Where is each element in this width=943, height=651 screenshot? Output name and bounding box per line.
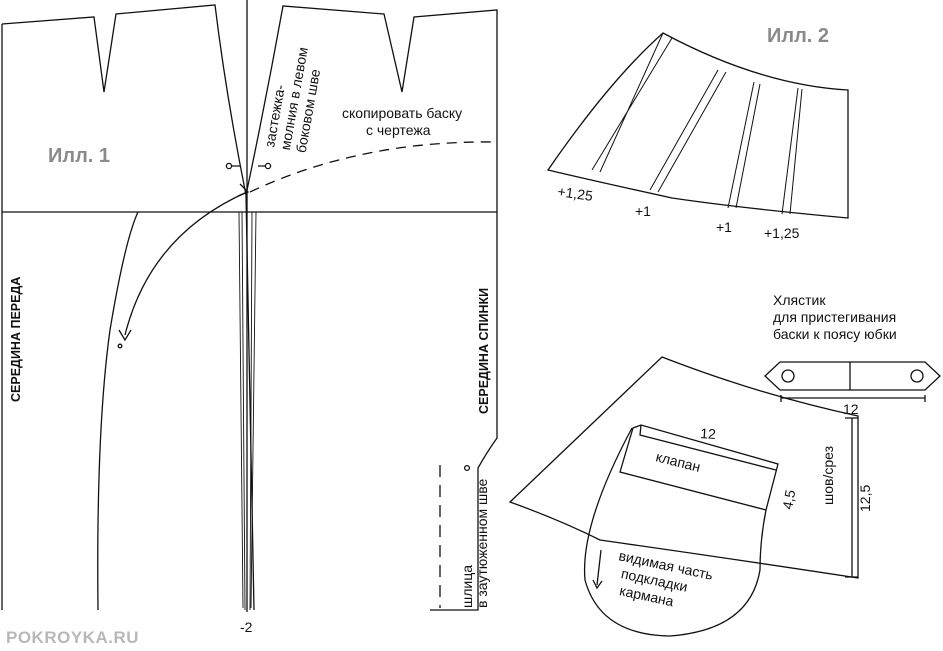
tab-button-left [781,369,795,383]
tab-outline [764,361,941,391]
slit-note-line-1: шлица [459,565,475,608]
tab-title-line-3: баски к поясу юбки [773,326,897,342]
tab-title-line-2: для пристегивания [773,309,896,325]
increment-2: +1 [635,203,651,219]
tab-title-line-1: Хлястик [773,292,826,308]
flap-width: 12 [700,425,717,442]
tab-length: 12 [843,401,859,417]
seam-dimension-line [845,417,858,578]
center-back-label: СЕРЕДИНА СПИНКИ [477,288,491,414]
flap-outline [619,424,779,511]
pocket-piece [508,356,859,637]
ill1-title: Илл. 1 [48,145,110,167]
peplum-arrow-curve [124,191,248,336]
marker-circle-right [264,162,272,170]
zipper-note: застежка- молния в левом боковом шве [261,46,323,154]
side-dart-lines [238,211,257,611]
skirt-pattern [1,0,498,612]
lining-arrow [592,549,603,590]
marker-circle-left [225,162,233,170]
peplum-split-lines [591,32,803,215]
copy-note-line-1: скопировать баску [342,105,462,121]
tab-button-right [910,369,924,383]
flap-label: клапан [654,448,702,474]
watermark: POKROYKA.RU [6,628,140,647]
slit-marker [463,464,471,472]
flap-height: 4,5 [779,488,798,510]
slit-note-line-2: в заутюженном шве [474,478,490,608]
increment-3: +1 [716,219,732,235]
tab-dimension-line [780,395,926,402]
arrow-head-top [237,183,250,197]
seam-value: 12,5 [857,485,873,512]
seam-label: шов/срез [820,446,836,505]
lining-outline [583,427,767,637]
copy-note-line-2: с чертежа [366,122,431,138]
slit-note: шлица в заутюженном шве [459,478,490,608]
increment-1: +1,25 [557,183,595,204]
wedge-outline [508,356,859,579]
lining-note: видимая часть подкладки кармана [617,547,714,609]
back-panel-outline [245,5,498,611]
peplum-dashed-curve [249,141,498,193]
tab-piece [764,361,941,402]
peplum-piece [546,32,849,219]
increment-4: +1,25 [764,225,800,241]
scissors-mark [117,343,123,349]
arrow-head [118,329,132,342]
front-panel-outline [1,4,255,611]
center-front-label: СЕРЕДИНА ПЕРЕДА [9,277,23,402]
ill2-title: Илл. 2 [767,25,829,47]
bottom-value: -2 [240,619,253,635]
peplum-outline [546,32,849,219]
